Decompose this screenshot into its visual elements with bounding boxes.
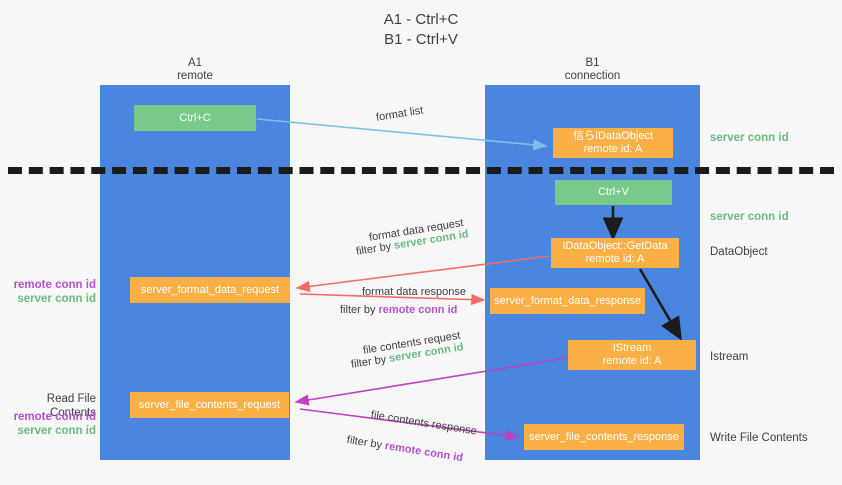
title-line-1: A1 - Ctrl+C [383,11,459,28]
node-ctrl-c[interactable]: Ctrl+C [134,105,256,131]
note-server-conn-id-top: server conn id [710,132,789,144]
lane-a1-role: remote [177,70,213,82]
arrow-file-contents-request [294,357,568,406]
node-istream-label: IStream [612,342,652,354]
note-server-conn-id-1: server conn id [17,293,96,305]
node-ctrl-v-label: Ctrl+V [598,186,629,198]
note-istream: Istream [710,351,749,363]
node-server-format-data-response-label: server_format_data_response [494,294,641,307]
node-istream-sublabel: remote id: A [602,355,662,367]
node-idataobject-label: 信らIDataObject [572,130,654,142]
phase-divider [8,167,834,174]
arrow-format-data-response [299,293,486,306]
lane-header-a1: A1 remote [100,57,290,83]
lane-header-b1: B1 connection [485,57,700,83]
arrow-getdata-to-istream [638,268,682,341]
arrow-format-data-request [295,255,551,292]
node-getdata-sublabel: remote id: A [585,253,645,265]
node-ctrl-v[interactable]: Ctrl+V [555,180,672,205]
note-left-conn-ids-2: remote conn id server conn id [0,410,96,438]
lane-a1-name: A1 [187,57,203,69]
diagram-title: A1 - Ctrl+C B1 - Ctrl+V [0,10,842,50]
note-left-conn-ids-1: remote conn id server conn id [0,278,96,306]
note-write-file-contents: Write File Contents [710,432,808,444]
edge-label-format-data-response-text: format data response [362,286,466,298]
node-server-format-data-request-label: server_format_data_request [140,283,280,296]
edge-label-format-data-response: format data response [362,285,466,300]
arrow-format-list [256,118,548,151]
node-server-file-contents-request[interactable]: server_file_contents_request [130,392,289,418]
note-server-conn-id-mid: server conn id [710,211,789,223]
filter-value-remote-conn-id: remote conn id [378,304,458,316]
node-istream[interactable]: IStream remote id: A [568,340,696,370]
node-idataobject-sublabel: remote id: A [583,143,643,155]
edge-label-format-data-response-filter: filter by remote conn id [340,303,457,318]
lane-b1-name: B1 [585,57,600,69]
note-remote-conn-id-1: remote conn id [13,279,96,291]
node-server-format-data-request[interactable]: server_format_data_request [130,277,290,303]
note-dataobject: DataObject [710,246,768,258]
title-line-2: B1 - Ctrl+V [384,31,458,48]
node-idataobject-getdata[interactable]: IDataObject::GetData remote id: A [551,238,679,268]
node-server-file-contents-response[interactable]: server_file_contents_response [524,424,684,450]
note-server-conn-id-2: server conn id [17,425,96,437]
lane-b1-role: connection [564,70,621,82]
note-read-file-contents: Read File Contents [46,393,96,419]
node-server-file-contents-response-label: server_file_contents_response [529,430,679,443]
node-server-file-contents-request-label: server_file_contents_request [138,398,281,411]
node-ctrl-c-label: Ctrl+C [179,111,211,124]
note-remote-conn-id-2: remote conn id [13,411,96,423]
node-getdata-label: IDataObject::GetData [562,240,668,252]
arrow-file-contents-response [299,408,520,441]
filter-prefix: filter by [340,304,379,316]
node-idataobject[interactable]: 信らIDataObject remote id: A [553,128,673,158]
node-server-format-data-response[interactable]: server_format_data_response [490,288,645,314]
